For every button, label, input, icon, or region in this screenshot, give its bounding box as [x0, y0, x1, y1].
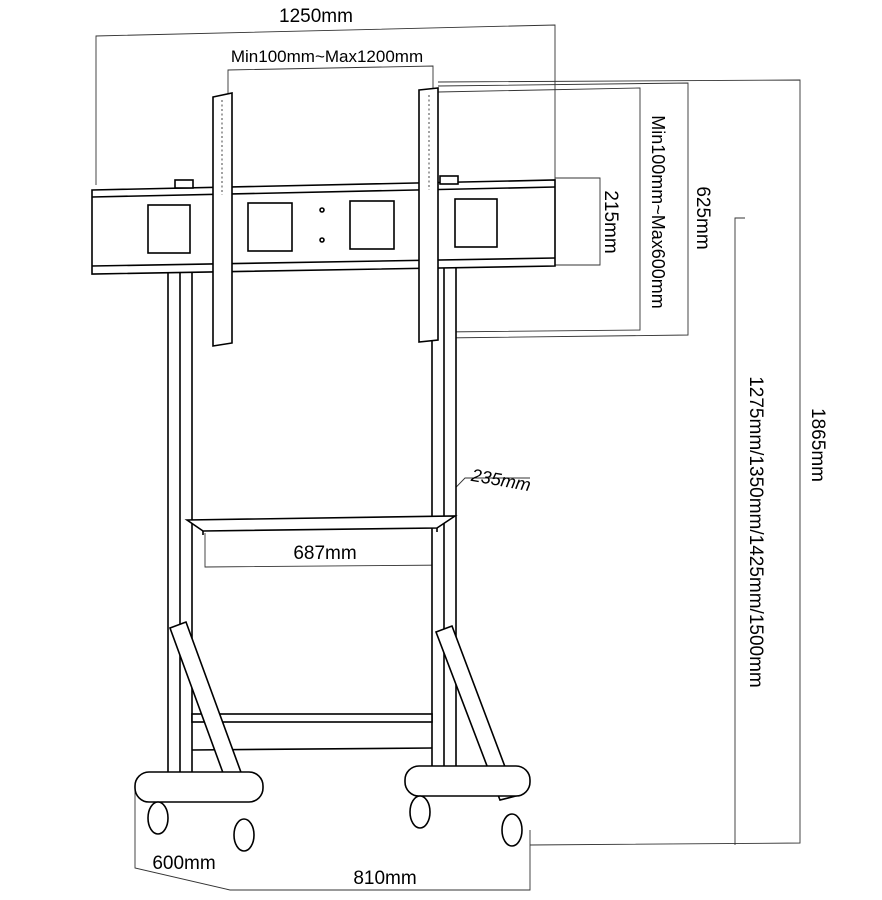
shelf	[184, 515, 458, 535]
label-vesa-horizontal: Min100mm~Max1200mm	[231, 47, 423, 66]
vesa-brackets	[212, 87, 439, 347]
mounting-crossbar	[91, 175, 556, 275]
label-base-width: 810mm	[353, 868, 416, 889]
label-shelf-depth: 235mm	[469, 465, 533, 495]
dimension-lines	[95, 24, 801, 891]
lower-crossbar	[191, 713, 433, 723]
label-total-height: 1865mm	[807, 408, 828, 482]
base-legs	[134, 620, 531, 803]
label-center-heights: 1275mm/1350mm/1425mm/1500mm	[745, 376, 766, 688]
casters	[147, 795, 523, 852]
label-vesa-vertical: Min100mm~Max600mm	[648, 115, 668, 309]
label-crossbar-height: 215mm	[600, 190, 621, 253]
label-shelf-width: 687mm	[293, 543, 356, 564]
label-bracket-height: 625mm	[692, 186, 713, 249]
label-overall-width: 1250mm	[279, 6, 353, 27]
label-base-depth: 600mm	[152, 853, 215, 874]
